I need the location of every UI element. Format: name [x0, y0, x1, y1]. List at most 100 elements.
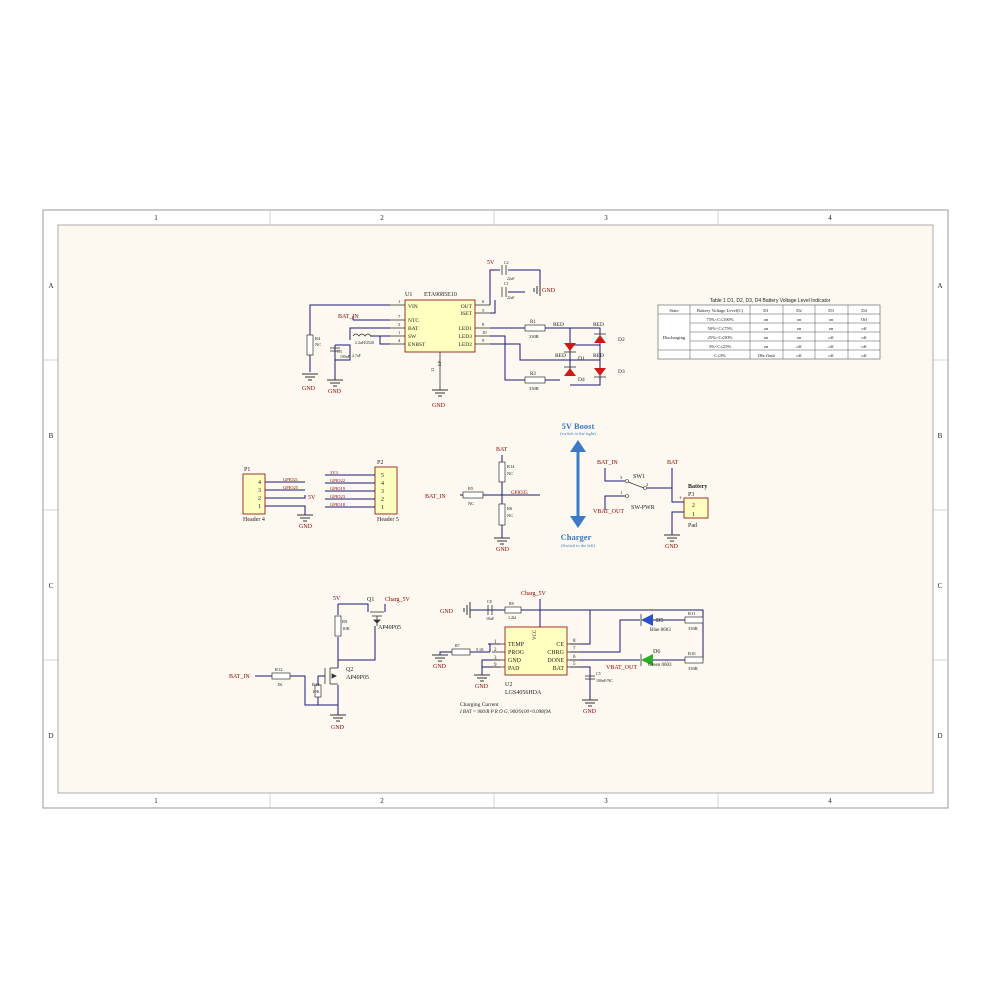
p1-pin: 1	[258, 504, 261, 510]
table-header: D2	[796, 308, 802, 313]
r7-value: 9.1K	[476, 647, 484, 652]
led-bank: R1 330R R3 330R RED RED RED RED D1 D2 D3…	[524, 320, 625, 391]
gnd-label: GND	[542, 288, 556, 294]
u1-pin-num: 6	[482, 299, 485, 304]
u1-ep-num: 11	[430, 368, 435, 372]
u2-pin-name: BAT	[553, 666, 565, 672]
gnd-symbol	[432, 654, 598, 707]
u1-pin-num: 3	[398, 322, 401, 327]
sw1-ref: SW1	[633, 474, 645, 480]
q1-mosfet-icon	[370, 611, 384, 626]
charg-5v-net: Charg_5V	[521, 591, 547, 597]
d4-led-icon	[564, 368, 576, 376]
boost-title: 5V Boost	[562, 421, 595, 431]
sw1-pin: 2	[646, 482, 648, 487]
row-label: C	[938, 582, 943, 590]
u1-pin-num: 7	[398, 314, 401, 319]
table-header: D1	[763, 308, 769, 313]
gnd-symbol	[533, 284, 541, 296]
gnd-label: GND	[496, 547, 510, 553]
gnd-symbol	[302, 373, 448, 397]
u2-pin-num: 9	[494, 663, 497, 668]
arrow-up-icon	[570, 440, 586, 452]
table-cell: 50%<C≤75%	[707, 326, 732, 331]
u2-pin-name: GND	[508, 658, 522, 664]
l1-value: 2.2uH/2520	[355, 340, 374, 345]
c3-cap	[330, 347, 340, 352]
c5-cap	[585, 675, 595, 680]
d6-value: Green 0603	[648, 663, 672, 668]
gnd-label: GND	[433, 664, 447, 670]
table-header: Battery Voltage Level(C)	[697, 308, 744, 313]
r9-ref: R9	[342, 619, 348, 624]
charger-subtitle: (Switch to the left)	[561, 543, 595, 548]
table-cell: on	[829, 326, 834, 331]
u2-pin-name: CHRG	[547, 650, 564, 656]
c8-ref: C8	[487, 599, 492, 604]
p2-net: 3V3	[330, 470, 338, 475]
row-label: B	[938, 432, 943, 440]
c8-value: 10uF	[486, 616, 495, 621]
table-cell: 3%<C≤25%	[709, 344, 732, 349]
d3-ref: D3	[618, 369, 625, 375]
table-header: D3	[828, 308, 834, 313]
p2-net: GPIO23	[330, 494, 346, 499]
u1-block: U1 ETA9085E10 VIN NTC BAT SW ENBST OUT I…	[302, 260, 601, 409]
gnd-label: GND	[299, 524, 313, 530]
r8-resistor	[504, 606, 522, 614]
vbat-out-net: VBAT_OUT	[593, 509, 624, 515]
table-cell: off	[828, 353, 834, 358]
p1-name: Header 4	[243, 517, 265, 523]
vbat-out-net: VBAT_OUT	[606, 665, 637, 671]
sw1-lever	[627, 481, 645, 489]
red-label: RED	[593, 322, 604, 328]
table-cell: off	[861, 344, 867, 349]
r12-resistor	[271, 672, 291, 680]
p2-name: Header 5	[377, 517, 399, 523]
u1-pin-name: LED3	[459, 334, 473, 340]
r9-resistor	[334, 615, 342, 637]
col-label: 4	[828, 797, 832, 805]
table-cell: on	[797, 317, 802, 322]
r12-ref: R12	[275, 667, 283, 672]
gnd-label: GND	[665, 544, 679, 550]
red-label: RED	[555, 353, 566, 359]
u2-pin-name: CE	[556, 642, 564, 648]
p3-pin: 2	[692, 503, 695, 509]
u2-pin-num: 5	[573, 662, 576, 667]
u1-pin-name: ENBST	[408, 342, 426, 348]
d5-value: Blue 0603	[650, 628, 671, 633]
bat-net: BAT	[496, 447, 508, 453]
col-label: 4	[828, 214, 832, 222]
r4-value: NC	[315, 342, 321, 347]
p1-ref: P1	[244, 467, 250, 473]
r14-ref: R14	[507, 464, 515, 469]
table-caption: Table 1 D1, D2, D3, D4 Battery Voltage L…	[710, 298, 831, 304]
r9-value: 10K	[342, 626, 351, 631]
table-cell: on	[797, 335, 802, 340]
r6-resistor	[498, 503, 506, 526]
r6-ref: R6	[507, 506, 513, 511]
u2-pin-name: PROG	[508, 650, 525, 656]
r3-resistor	[524, 376, 546, 384]
u2-block: Charg_5V VCC TEMP PROG GND PAD CE C	[432, 591, 704, 715]
d2-ref: D2	[618, 337, 625, 343]
d1-ref: D1	[578, 356, 585, 362]
row-label: A	[48, 282, 53, 290]
p2-pin: 4	[381, 481, 384, 487]
p2-pin: 2	[381, 497, 384, 503]
u2-pin-num: 3	[494, 656, 497, 661]
arrow-down-icon	[570, 516, 586, 528]
table-cell: on	[764, 326, 769, 331]
l1-inductor	[352, 333, 372, 337]
table-cell: off	[861, 353, 867, 358]
charging-note-title: Charging Current	[460, 702, 499, 708]
u1-ep: EP	[437, 360, 442, 366]
c3-ref: C3	[337, 349, 342, 354]
u2-pin-num: 7	[573, 647, 576, 652]
v5-net: 5V	[487, 260, 495, 266]
r3-value: 330R	[529, 386, 539, 391]
r8-value: 1.2Ω	[508, 615, 516, 620]
p1-header	[242, 473, 266, 515]
table-cell: off	[828, 335, 834, 340]
